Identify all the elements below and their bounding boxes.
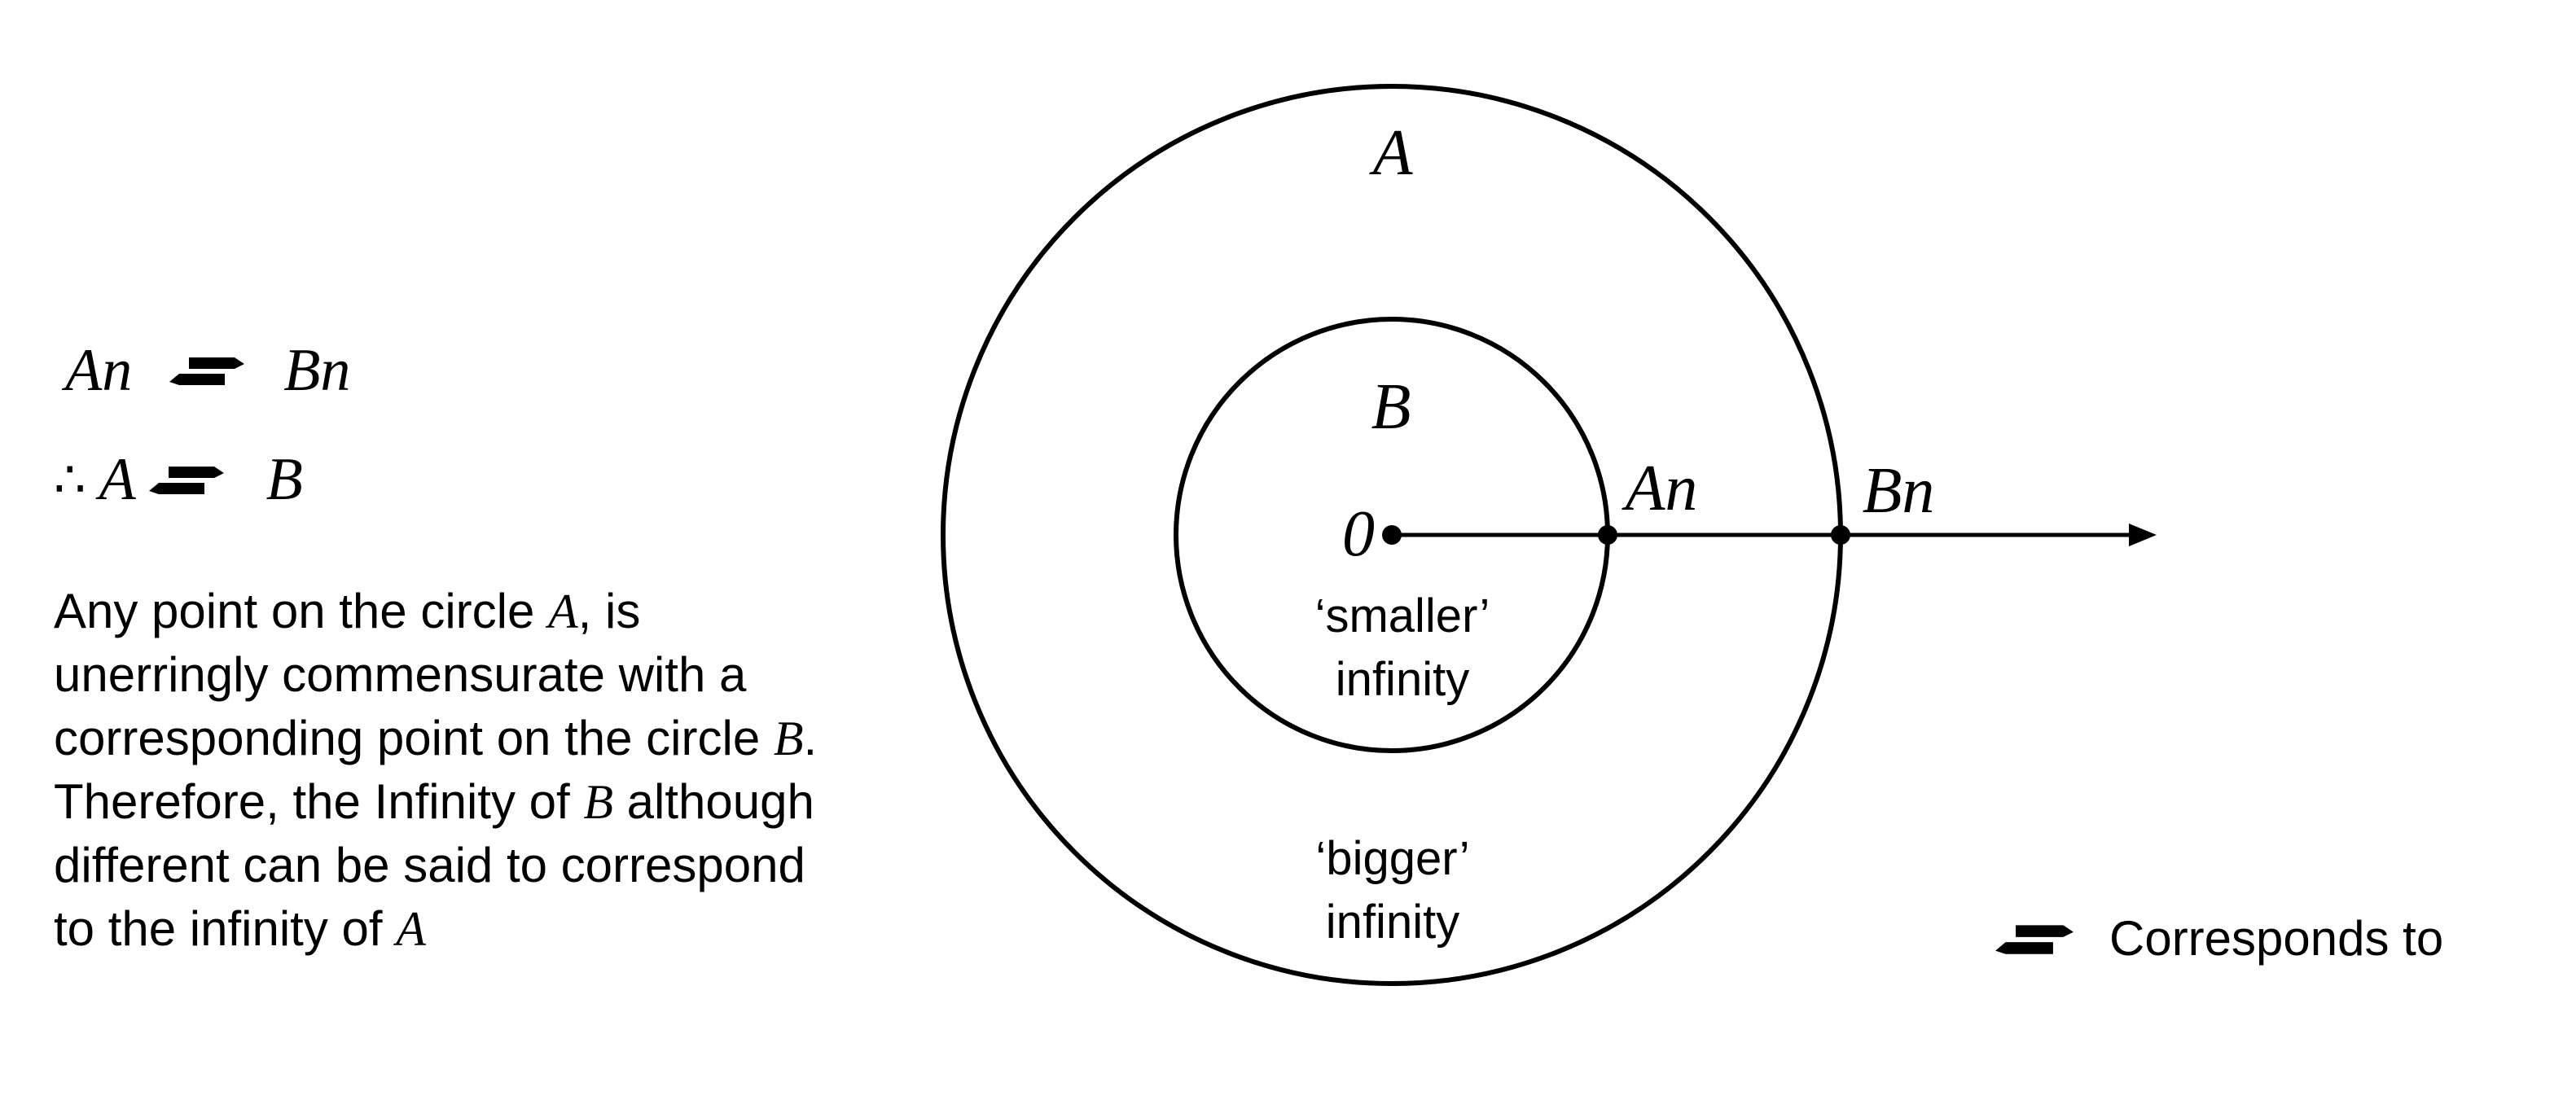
paragraph-line: Any point on the circle A, is bbox=[54, 584, 641, 638]
legend: Corresponds to bbox=[1995, 910, 2443, 966]
point-bn bbox=[1831, 525, 1850, 545]
point-an-label: An bbox=[1625, 453, 1698, 524]
point-bn-label: Bn bbox=[1862, 455, 1935, 527]
formula-b-label: B bbox=[265, 446, 303, 513]
paragraph-line: unerringly commensurate with a bbox=[54, 647, 747, 702]
legend-text: Corresponds to bbox=[2109, 911, 2444, 966]
ray-arrowhead bbox=[2129, 524, 2157, 546]
corresponds-icon bbox=[169, 351, 245, 390]
corresponds-icon bbox=[1995, 918, 2074, 959]
paragraph-line: Therefore, the Infinity of B although bbox=[54, 774, 814, 829]
formula-bn-label: Bn bbox=[283, 337, 351, 404]
point-an bbox=[1598, 525, 1617, 545]
corresponds-icon bbox=[148, 460, 224, 499]
outer-circle-label: A bbox=[1372, 117, 1413, 189]
explanation-paragraph: Any point on the circle A, is unerringly… bbox=[54, 580, 917, 961]
formula-a-label: A bbox=[99, 446, 136, 513]
inner-circle-label: B bbox=[1371, 371, 1411, 443]
formula-a-b: ∴ A B bbox=[54, 449, 303, 510]
paragraph-line: corresponding point on the circle B. bbox=[54, 711, 818, 765]
paragraph-line: to the infinity of A bbox=[54, 901, 426, 956]
bigger-infinity-text: ‘bigger’ infinity bbox=[1315, 832, 1470, 949]
paragraph-line: different can be said to correspond bbox=[54, 838, 805, 892]
therefore-symbol: ∴ bbox=[54, 449, 86, 509]
formula-an-bn: An Bn bbox=[65, 340, 350, 401]
origin-label: 0 bbox=[1342, 498, 1375, 570]
origin-point bbox=[1382, 525, 1402, 545]
smaller-infinity-text: ‘smaller’ infinity bbox=[1314, 589, 1490, 706]
formula-an-label: An bbox=[65, 337, 133, 404]
